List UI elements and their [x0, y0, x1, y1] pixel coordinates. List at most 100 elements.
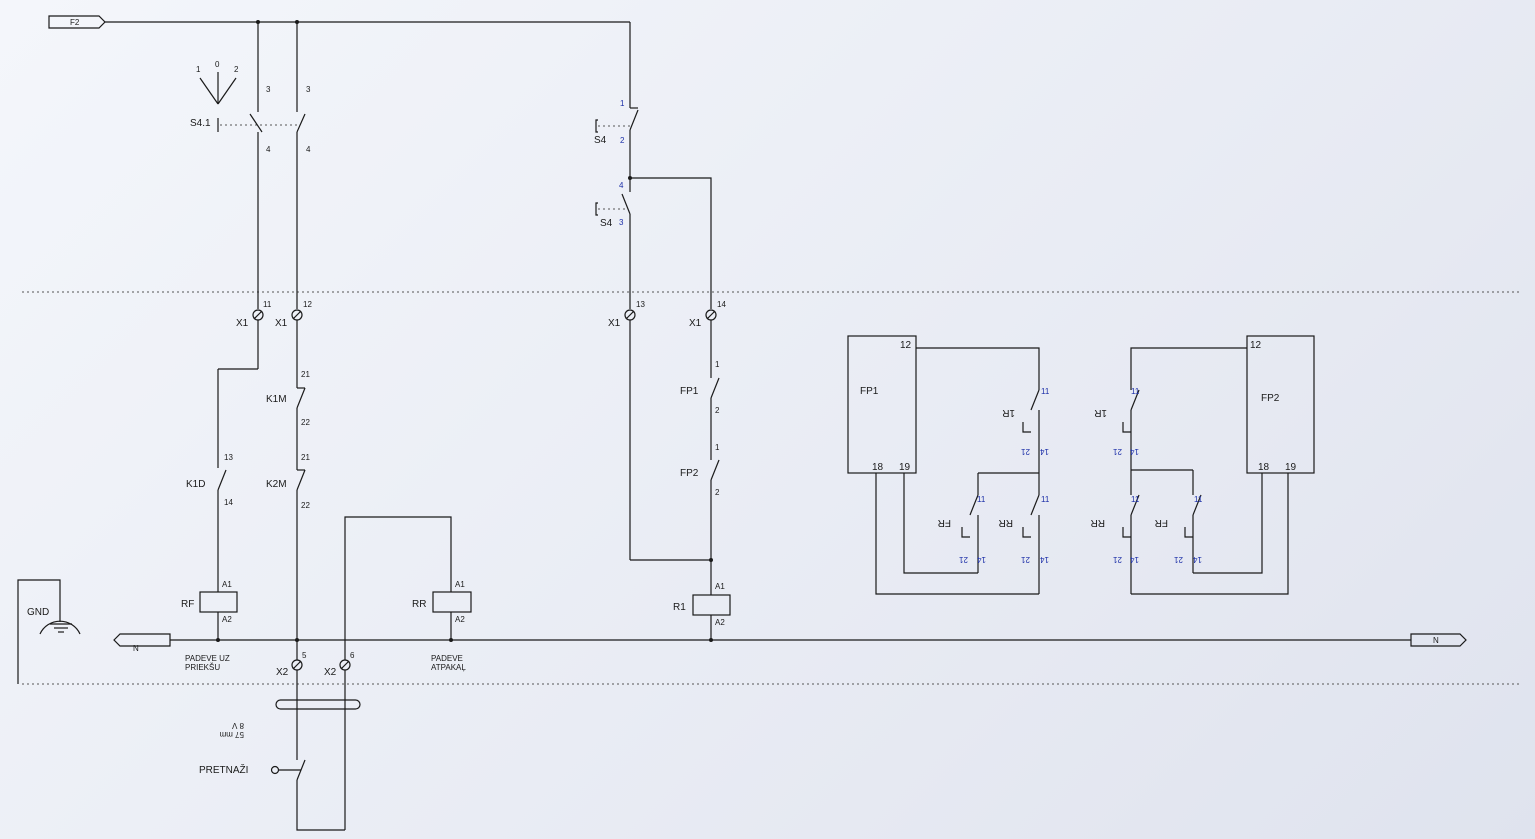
- fp1-label: FP1: [860, 386, 879, 397]
- terminal-x1-12: X1 12: [275, 300, 312, 329]
- selector-c1-bot-num: 4: [266, 145, 271, 154]
- port-n-left-label: N: [133, 644, 139, 653]
- fp2-t18: 18: [1258, 462, 1270, 473]
- selector-c1-top-num: 3: [266, 85, 271, 94]
- fp2-contact2-bot: 21: [1113, 555, 1122, 564]
- coil-r1: R1 A1 A2: [673, 582, 731, 627]
- fp2-contact3-label: FR: [1155, 517, 1168, 528]
- coil-label: RF: [181, 599, 194, 610]
- switch-s4-upper[interactable]: S4 1 2: [594, 99, 639, 146]
- coil-rr-note-1: PADEVE: [431, 654, 463, 663]
- terminal-label: X2: [324, 667, 337, 678]
- selector-pos-2: 2: [234, 65, 239, 74]
- switch-num: 4: [619, 181, 624, 190]
- fp1-contact1-bot: 21: [1021, 447, 1030, 456]
- coil-rf-note-2: PRIEKŠU: [185, 663, 220, 672]
- coil-label: RR: [412, 599, 426, 610]
- fp1-t12: 12: [900, 340, 912, 351]
- terminal-x1-13: X1 13: [608, 300, 645, 329]
- selector-label: S4.1: [190, 118, 211, 129]
- contact-k1m[interactable]: K1M 21 22: [266, 370, 310, 427]
- coil-a2: A2: [715, 618, 725, 627]
- wire: [630, 177, 712, 309]
- port-n-right: N: [1410, 633, 1467, 647]
- coil-rf: RF A1 A2: [181, 580, 238, 624]
- terminal-label: X1: [689, 318, 702, 329]
- cable-note-2: 57 mm: [219, 730, 244, 739]
- fp1-contact3-label: RR: [999, 517, 1013, 528]
- fp1-contact1-top: 11: [1041, 387, 1050, 396]
- pretnazi-switch[interactable]: PRETNAŽI: [199, 759, 306, 781]
- contact-k1d[interactable]: K1D 13 14: [186, 453, 233, 507]
- fp2-t12: 12: [1250, 340, 1262, 351]
- fp2-contact2-label: RR: [1091, 517, 1105, 528]
- coil-a1: A1: [715, 582, 725, 591]
- switch-s4-lower[interactable]: S4 4 3: [595, 181, 631, 229]
- fp1-contact3-bot2: 14: [1040, 555, 1049, 564]
- contact-fp1[interactable]: FP1 1 2: [680, 360, 720, 415]
- terminal-num: 13: [636, 300, 645, 309]
- fp1-contact2-bot2: 14: [977, 555, 986, 564]
- terminal-x2-6: X2 6: [324, 651, 355, 678]
- fp1-contact2-top: 11: [977, 495, 986, 504]
- fp2-contact2-top: 11: [1131, 495, 1140, 504]
- cable-note-1: 8 V: [231, 721, 244, 730]
- terminal-label: X2: [276, 667, 289, 678]
- contact-label: K1M: [266, 394, 287, 405]
- pretnazi-label: PRETNAŽI: [199, 763, 248, 776]
- switch-label: S4: [594, 135, 607, 146]
- selector-c2-bot-num: 4: [306, 145, 311, 154]
- terminal-label: X1: [608, 318, 621, 329]
- fp2-contact3-bot2: 14: [1193, 555, 1202, 564]
- coil-rr-note-2: ATPAKAĻ: [431, 663, 466, 672]
- contact-num: 13: [224, 453, 233, 462]
- terminal-label: X1: [275, 318, 288, 329]
- junction-dot: [709, 558, 713, 562]
- port-n-left: N: [113, 633, 171, 653]
- fp2-contact3-top: 11: [1194, 495, 1203, 504]
- switch-num: 2: [620, 136, 625, 145]
- terminal-num: 11: [263, 300, 272, 309]
- cable-sleeve: [275, 699, 361, 710]
- contact-num: 1: [715, 360, 720, 369]
- fp2-block: FP2 12 18 19 1R 11 21 14 RR 11 21 14 FR …: [1091, 335, 1315, 595]
- contact-label: K1D: [186, 479, 205, 490]
- terminal-label: X1: [236, 318, 249, 329]
- fp2-contact3-bot: 21: [1174, 555, 1183, 564]
- fp2-contact2-bot2: 14: [1130, 555, 1139, 564]
- selector-s4-1[interactable]: 1 0 2 S4.1: [190, 60, 300, 132]
- coil-rr: RR A1 A2: [412, 580, 472, 624]
- terminal-num: 12: [303, 300, 312, 309]
- wire: [344, 516, 452, 660]
- fp1-box: [847, 335, 917, 474]
- fp2-contact1-bot2: 14: [1130, 447, 1139, 456]
- terminal-x2-5: X2 5: [276, 651, 307, 678]
- contact-k2m[interactable]: K2M 21 22: [266, 453, 310, 510]
- fp1-contact2-bot: 21: [959, 555, 968, 564]
- fp1-contact3-bot: 21: [1021, 555, 1030, 564]
- coil-a1: A1: [455, 580, 465, 589]
- terminal-x1-14: X1 14: [689, 300, 726, 329]
- contact-num: 2: [715, 488, 720, 497]
- fp2-box: [1246, 335, 1315, 474]
- fp2-t19: 19: [1285, 462, 1297, 473]
- selector-contact-2: [296, 113, 306, 133]
- fp1-t18: 18: [872, 462, 884, 473]
- contact-label: FP2: [680, 468, 699, 479]
- contact-fp2[interactable]: FP2 1 2: [680, 443, 720, 497]
- junction-dot: [709, 638, 713, 642]
- contact-num: 14: [224, 498, 233, 507]
- fp1-contact1-label: 1R: [1002, 407, 1015, 418]
- fp1-contact2-label: FR: [938, 517, 951, 528]
- fp1-block: FP1 12 18 19 1R 11 21 14 FR 11 21 14 RR …: [847, 335, 1050, 595]
- fp2-contact1-label: 1R: [1094, 407, 1107, 418]
- contact-num: 21: [301, 453, 310, 462]
- fp1-contact1-bot2: 14: [1040, 447, 1049, 456]
- switch-label: S4: [600, 218, 613, 229]
- coil-label: R1: [673, 602, 686, 613]
- gnd-label: GND: [27, 607, 49, 618]
- contact-num: 22: [301, 501, 310, 510]
- gnd-symbol: GND: [17, 579, 81, 684]
- terminal-num: 6: [350, 651, 355, 660]
